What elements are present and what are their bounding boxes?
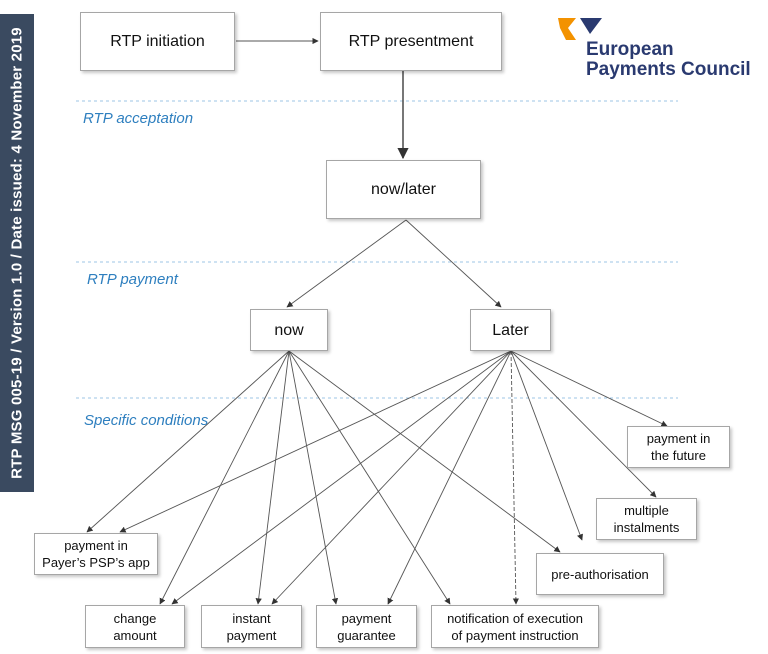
section-rtp-payment: RTP payment bbox=[87, 271, 178, 288]
epc-logo-text: European Payments Council bbox=[586, 40, 751, 80]
logo-line-payments-council: Payments Council bbox=[586, 59, 751, 80]
node-rtp-presentment: RTP presentment bbox=[320, 12, 502, 71]
node-payment-guarantee: payment guarantee bbox=[316, 605, 417, 648]
arrow-nowlater-later bbox=[405, 219, 502, 308]
node-rtp-initiation: RTP initiation bbox=[80, 12, 235, 71]
arrow-now-preauth bbox=[288, 350, 561, 553]
arrow-later-psp-app bbox=[119, 350, 512, 533]
logo-line-european: European bbox=[586, 39, 674, 60]
arrow-later-multiple bbox=[510, 350, 657, 498]
arrow-later-preauth bbox=[510, 350, 583, 541]
node-pre-authorisation: pre-authorisation bbox=[536, 553, 664, 595]
section-rtp-acceptation: RTP acceptation bbox=[83, 110, 194, 127]
node-instant-payment: instant payment bbox=[201, 605, 302, 648]
arrow-later-future bbox=[510, 350, 668, 427]
arrow-now-psp-app bbox=[86, 350, 290, 533]
node-payment-in-psp-app: payment in Payer’s PSP’s app bbox=[34, 533, 158, 575]
section-specific-conditions: Specific conditions bbox=[84, 412, 209, 429]
arrow-now-guarantee bbox=[288, 350, 339, 605]
document-reference-banner: RTP MSG 005-19 / Version 1.0 / Date issu… bbox=[0, 14, 34, 492]
arrow-now-notification bbox=[288, 350, 451, 605]
node-now-later: now/later bbox=[326, 160, 481, 219]
node-payment-in-future: payment in the future bbox=[627, 426, 730, 468]
arrow-later-guarantee bbox=[387, 350, 512, 605]
arrow-now-instant bbox=[255, 350, 290, 605]
node-notification-execution: notification of execution of payment ins… bbox=[431, 605, 599, 648]
arrow-now-change bbox=[159, 350, 290, 605]
node-now: now bbox=[250, 309, 328, 351]
node-later: Later bbox=[470, 309, 551, 351]
node-change-amount: change amount bbox=[85, 605, 185, 648]
arrow-later-notification bbox=[510, 350, 520, 605]
epc-logo-icon bbox=[558, 18, 602, 40]
arrow-later-instant bbox=[271, 350, 512, 605]
arrow-nowlater-now bbox=[286, 219, 407, 308]
node-multiple-instalments: multiple instalments bbox=[596, 498, 697, 540]
arrow-later-change bbox=[171, 350, 512, 605]
